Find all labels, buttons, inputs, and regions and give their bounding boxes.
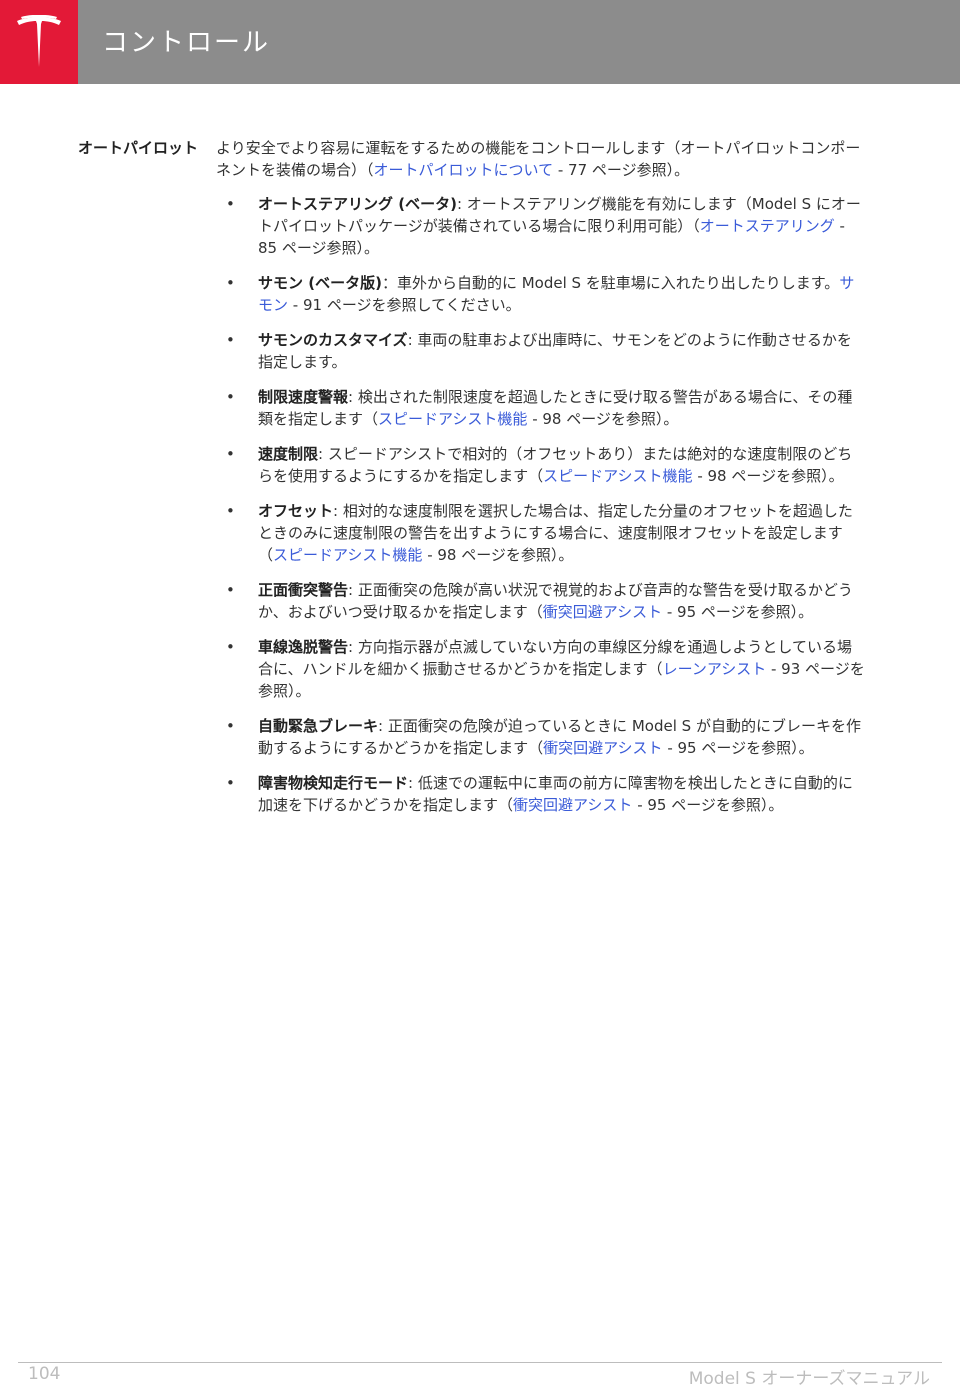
page-number: 104: [28, 1364, 61, 1384]
item-link[interactable]: スピードアシスト機能: [378, 410, 528, 428]
item-link[interactable]: 衝突回避アシスト: [543, 739, 663, 757]
tesla-logo-icon: [17, 15, 61, 67]
intro-link[interactable]: オートパイロットについて: [373, 161, 554, 179]
item-term: 制限速度警報: [258, 388, 349, 406]
item-term: 障害物検知走行モード: [258, 774, 409, 792]
intro-paragraph: より安全でより容易に運転をするための機能をコントロールします（オートパイロットコ…: [216, 139, 861, 179]
section-label: オートパイロット: [78, 139, 199, 157]
settings-list: •オートステアリング (ベータ): オートステアリング機能を有効にします（Mod…: [216, 193, 866, 816]
bullet-icon: •: [226, 502, 235, 520]
list-item: •障害物検知走行モード: 低速での運転中に車両の前方に障害物を検出したときに自動…: [226, 774, 853, 814]
bullet-icon: •: [226, 195, 235, 213]
page-header: コントロール: [0, 0, 960, 84]
bullet-icon: •: [226, 445, 235, 463]
list-item: •速度制限: スピードアシストで相対的（オフセットあり）または絶対的な速度制限の…: [226, 445, 853, 485]
bullet-icon: •: [226, 331, 235, 349]
list-item: •制限速度警報: 検出された制限速度を超過したときに受け取る警告がある場合に、そ…: [226, 388, 853, 428]
item-term: サモン (ベータ版): [258, 274, 382, 292]
logo-box: [0, 0, 78, 84]
item-link[interactable]: サモン: [258, 274, 855, 314]
list-item: •車線逸脱警告: 方向指示器が点滅していない方向の車線区分線を通過しようとしてい…: [226, 638, 865, 700]
item-term: オートステアリング (ベータ): [258, 195, 457, 213]
bullet-icon: •: [226, 388, 235, 406]
item-link[interactable]: スピードアシスト機能: [543, 467, 693, 485]
list-item: •正面衝突警告: 正面衝突の危険が高い状況で視覚的および音声的な警告を受け取るか…: [226, 581, 853, 621]
item-term: サモンのカスタマイズ: [258, 331, 408, 349]
list-item: •サモンのカスタマイズ: 車両の駐車および出庫時に、サモンをどのように作動させる…: [226, 331, 852, 371]
bullet-icon: •: [226, 274, 235, 292]
footer-title: Model S オーナーズマニュアル: [688, 1369, 930, 1389]
page-title: コントロール: [102, 28, 271, 58]
item-term: 車線逸脱警告: [258, 638, 349, 656]
item-link[interactable]: 衝突回避アシスト: [513, 796, 633, 814]
item-term: オフセット: [258, 502, 334, 520]
bullet-icon: •: [226, 581, 235, 599]
bullet-icon: •: [226, 717, 235, 735]
list-item: •オートステアリング (ベータ): オートステアリング機能を有効にします（Mod…: [226, 195, 861, 257]
list-item: •自動緊急ブレーキ: 正面衝突の危険が迫っているときに Model S が自動的…: [226, 717, 861, 757]
item-link[interactable]: スピードアシスト機能: [273, 546, 423, 564]
item-link[interactable]: レーンアシスト: [662, 660, 767, 678]
item-term: 速度制限: [258, 445, 319, 463]
section-content: より安全でより容易に運転をするための機能をコントロールします（オートパイロットコ…: [216, 137, 866, 829]
footer-divider: [18, 1362, 942, 1363]
item-term: 正面衝突警告: [258, 581, 349, 599]
bullet-icon: •: [226, 638, 235, 656]
item-term: 自動緊急ブレーキ: [258, 717, 379, 735]
item-link[interactable]: 衝突回避アシスト: [542, 603, 663, 621]
list-item: •サモン (ベータ版)：車外から自動的に Model S を駐車場に入れたり出し…: [226, 274, 855, 314]
bullet-icon: •: [226, 774, 235, 792]
item-link[interactable]: オートステアリング: [699, 217, 835, 235]
list-item: •オフセット: 相対的な速度制限を選択した場合は、指定した分量のオフセットを超過…: [226, 502, 853, 564]
